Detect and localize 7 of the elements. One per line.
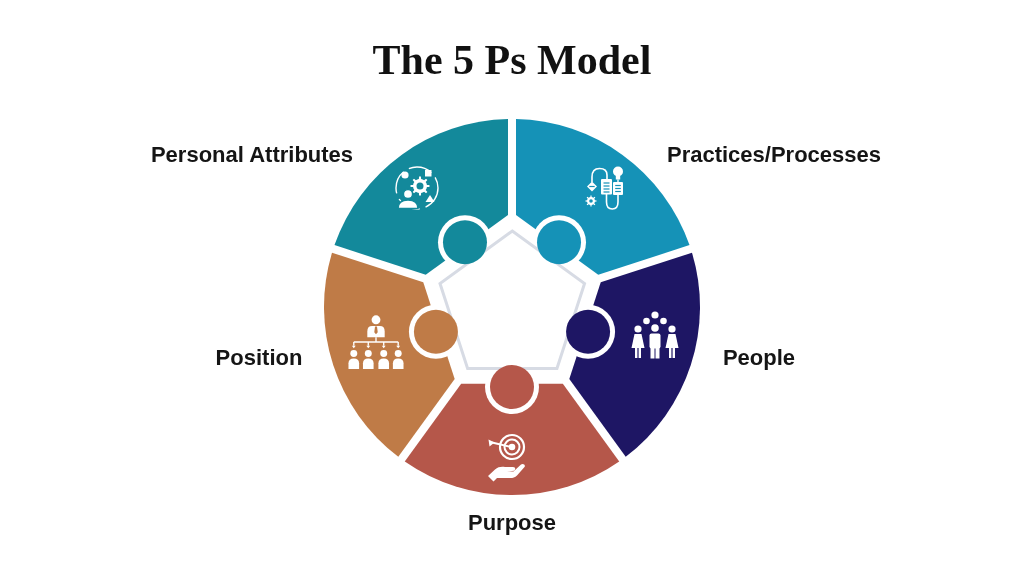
segment-label: Personal Attributes	[150, 141, 354, 169]
pentagon-outline	[439, 231, 585, 369]
segment-label: People	[722, 344, 796, 372]
segment-label: Practices/Processes	[666, 141, 882, 169]
segment-label: Position	[215, 344, 303, 372]
segment-label: Purpose	[468, 509, 556, 537]
diagram-title: The 5 Ps Model	[372, 36, 652, 84]
